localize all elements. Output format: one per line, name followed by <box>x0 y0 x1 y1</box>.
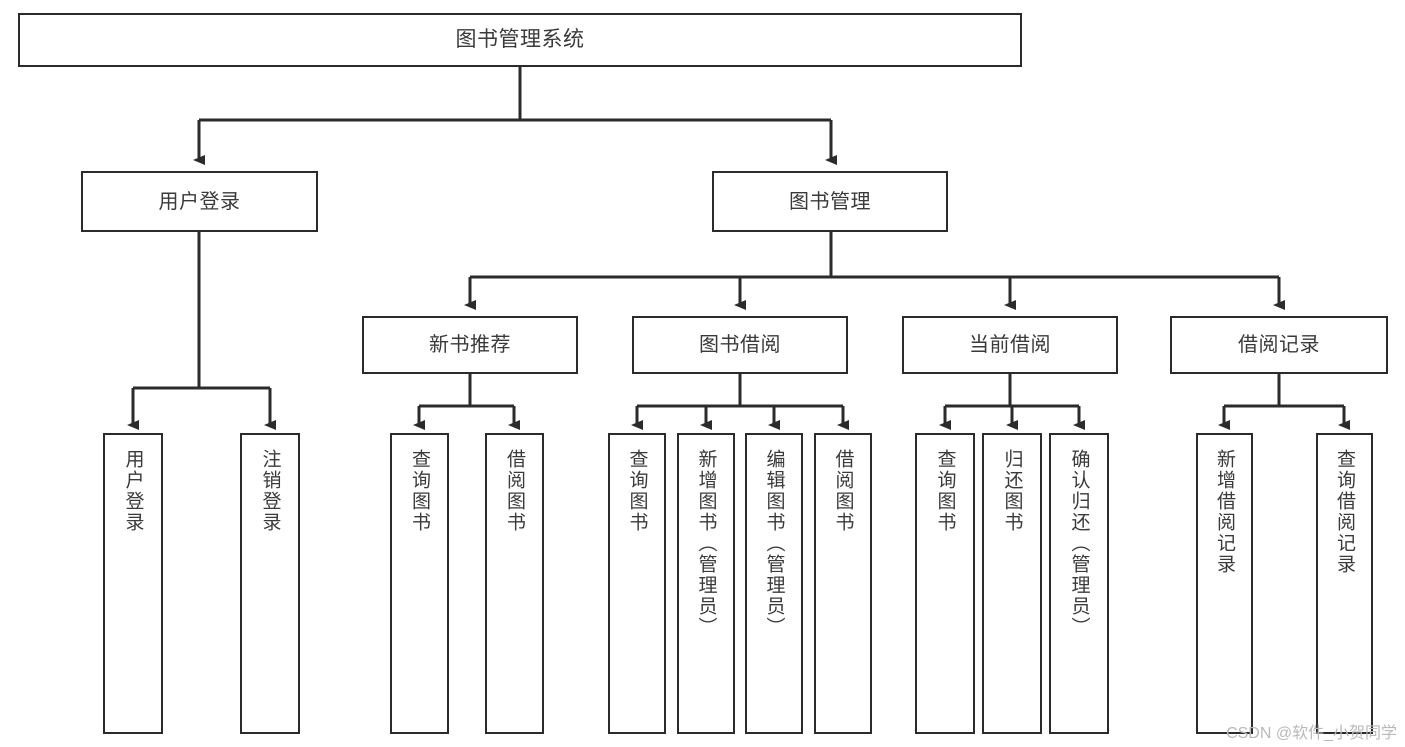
node-label: 确认归还（管理员） <box>1068 449 1090 638</box>
node-label: 新增借阅记录 <box>1214 449 1235 575</box>
node-label: 图书借阅 <box>699 334 781 356</box>
leaf-borrow-borrow-book[interactable]: 借阅图书 <box>814 433 872 734</box>
node-label: 查询图书 <box>409 449 430 533</box>
node-label: 查询图书 <box>626 449 648 533</box>
node-borrow-record[interactable]: 借阅记录 <box>1170 316 1388 374</box>
node-label: 注销登录 <box>259 449 281 533</box>
leaf-user-login-logout[interactable]: 注销登录 <box>240 433 300 734</box>
node-label: 图书管理 <box>789 190 871 213</box>
node-book-management[interactable]: 图书管理 <box>712 171 948 232</box>
leaf-borrow-edit-book[interactable]: 编辑图书（管理员） <box>745 433 803 734</box>
node-label: 借阅图书 <box>832 449 854 533</box>
leaf-recommend-query-book[interactable]: 查询图书 <box>390 433 449 734</box>
leaf-recommend-borrow-book[interactable]: 借阅图书 <box>485 433 544 734</box>
leaf-borrow-add-book[interactable]: 新增图书（管理员） <box>677 433 735 734</box>
node-label: 借阅图书 <box>504 449 525 533</box>
node-label: 编辑图书（管理员） <box>763 449 785 638</box>
node-label: 用户登录 <box>122 449 144 533</box>
node-book-borrow[interactable]: 图书借阅 <box>632 316 848 374</box>
node-label: 借阅记录 <box>1238 334 1320 356</box>
leaf-record-query-record[interactable]: 查询借阅记录 <box>1316 433 1373 734</box>
leaf-current-query-book[interactable]: 查询图书 <box>915 433 975 734</box>
node-root-system[interactable]: 图书管理系统 <box>18 13 1022 67</box>
node-label: 查询图书 <box>934 449 956 533</box>
leaf-current-confirm-return[interactable]: 确认归还（管理员） <box>1049 433 1109 734</box>
node-new-book-recommend[interactable]: 新书推荐 <box>362 316 578 374</box>
node-label: 用户登录 <box>158 190 241 213</box>
leaf-current-return-book[interactable]: 归还图书 <box>982 433 1042 734</box>
leaf-borrow-query-book[interactable]: 查询图书 <box>608 433 666 734</box>
node-label: 归还图书 <box>1001 449 1023 533</box>
node-label: 新增图书（管理员） <box>695 449 717 638</box>
leaf-user-login-login[interactable]: 用户登录 <box>103 433 163 734</box>
node-label: 新书推荐 <box>429 334 511 356</box>
leaf-record-add-record[interactable]: 新增借阅记录 <box>1196 433 1253 734</box>
node-label: 当前借阅 <box>969 334 1051 356</box>
node-label: 图书管理系统 <box>455 28 585 52</box>
node-user-login[interactable]: 用户登录 <box>81 171 318 232</box>
node-label: 查询借阅记录 <box>1334 449 1355 575</box>
node-current-borrow[interactable]: 当前借阅 <box>902 316 1118 374</box>
